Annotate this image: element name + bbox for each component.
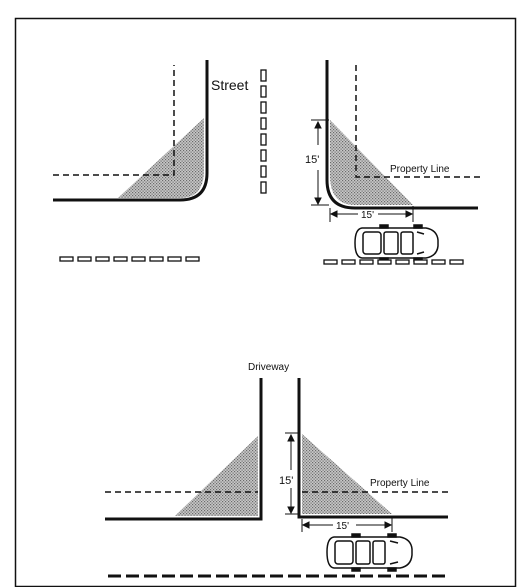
driveway-curb-left: [105, 378, 263, 521]
dimension-vertical-bottom-label: 15': [279, 475, 293, 487]
curb-left: [53, 60, 209, 202]
lane-marking-right: [323, 259, 464, 265]
driveway-car-icon: [326, 533, 413, 572]
driveway-curb-right: [297, 378, 448, 519]
driveway-label: Driveway: [248, 362, 289, 373]
dimension-horizontal-bottom: [301, 516, 393, 532]
property-line-label-bottom: Property Line: [370, 478, 430, 489]
lane-marking-left: [59, 256, 200, 262]
property-line-label-top: Property Line: [390, 164, 450, 175]
property-line-right: [355, 65, 480, 178]
sight-triangle-right: [330, 120, 413, 205]
street-intersection: 15' 15' Street Property Line: [53, 60, 480, 265]
dimension-horizontal-top: [329, 206, 414, 222]
dimension-horizontal-top-label: 15': [361, 210, 374, 221]
driveway-intersection: 15' 15' Driveway Property Line: [105, 362, 448, 578]
curb-right: [325, 60, 478, 210]
dimension-vertical-bottom: [285, 432, 300, 515]
car-icon: [354, 224, 439, 262]
driveway-sight-triangle-left: [175, 436, 258, 516]
dimension-vertical-top-label: 15': [305, 154, 319, 166]
driveway-sight-triangle-right: [302, 434, 392, 514]
property-line-left: [53, 65, 175, 176]
street-centerline: [260, 69, 267, 194]
sight-triangle-left: [118, 118, 204, 198]
dimension-horizontal-bottom-label: 15': [336, 521, 349, 532]
street-label: Street: [211, 77, 248, 93]
dimension-vertical-top: [311, 119, 329, 206]
